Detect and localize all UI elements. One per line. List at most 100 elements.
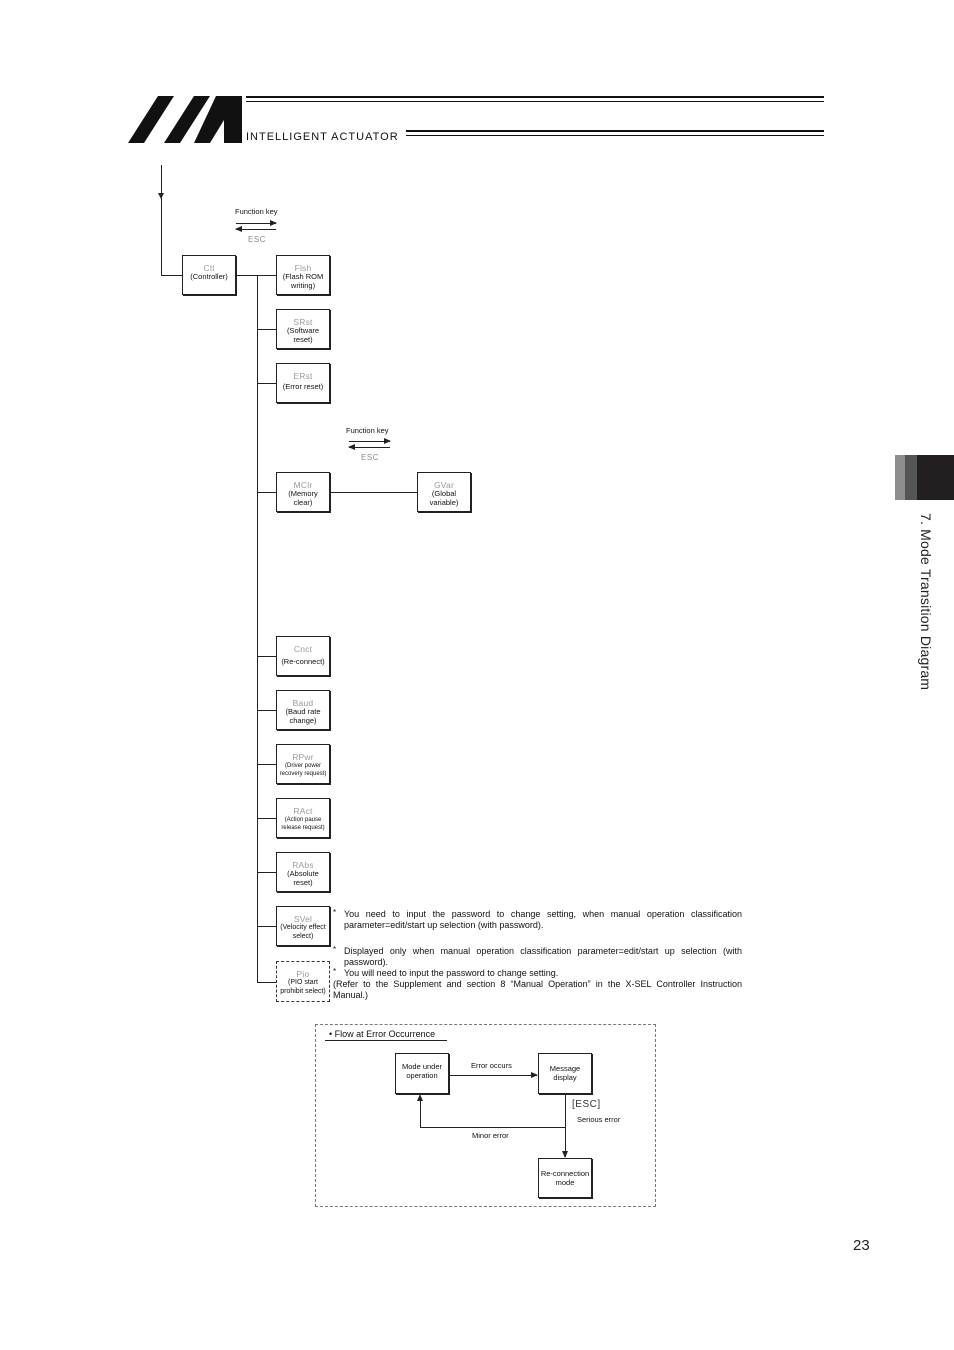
connector <box>257 982 276 983</box>
note-pio-2: * You will need to input the password to… <box>333 967 742 979</box>
down-arrow-icon <box>158 193 164 199</box>
box-label: Message display <box>549 1064 581 1082</box>
title-underline <box>325 1040 447 1041</box>
mode-desc: (Velocity effect select) <box>280 924 326 940</box>
mode-desc: (Global variable) <box>429 489 459 507</box>
mode-box-cnct[interactable]: Cnct (Re-connect) <box>276 636 330 676</box>
back-arrow-icon <box>348 444 390 450</box>
tab-stripe-2 <box>905 455 917 500</box>
function-key-label: Function key <box>346 426 389 435</box>
box-label: Mode under operation <box>401 1062 443 1080</box>
mode-desc: (Action pause release request) <box>281 817 325 831</box>
tree-spine <box>257 275 258 983</box>
mode-box-ctl[interactable]: Ctl (Controller) <box>182 255 236 295</box>
note-text: Displayed only when manual operation cla… <box>344 946 742 967</box>
mode-desc: (Driver power recovery request) <box>279 763 327 777</box>
note-text: You will need to input the password to c… <box>344 968 559 978</box>
connector <box>236 275 276 276</box>
mode-code: Pio <box>296 969 310 979</box>
mode-desc: (Memory clear) <box>288 489 318 507</box>
box-message-display[interactable]: Message display <box>538 1053 592 1094</box>
box-reconnection-mode[interactable]: Re-connection mode <box>538 1158 592 1198</box>
mode-box-rabs[interactable]: RAbs (Absolute reset) <box>276 852 330 892</box>
esc-label: ESC <box>248 235 266 244</box>
connector <box>257 926 276 927</box>
mode-code: RPwr <box>292 752 314 762</box>
mode-box-svel[interactable]: SVel (Velocity effect select) <box>276 906 330 946</box>
forward-arrow-icon <box>349 438 391 444</box>
mode-desc: (Software reset) <box>286 326 320 344</box>
mode-code: MClr <box>293 480 313 490</box>
connector <box>257 818 276 819</box>
asterisk: * <box>333 967 337 976</box>
asterisk: * <box>333 908 337 917</box>
box-mode-under-operation[interactable]: Mode under operation <box>395 1053 449 1094</box>
mode-code: RAbs <box>292 860 314 870</box>
mode-code: Baud <box>292 698 314 708</box>
down-arrow-icon <box>562 1151 568 1158</box>
header-rule-top-thin <box>246 101 824 102</box>
mode-desc: (Error reset) <box>282 382 324 391</box>
minor-error-return-line <box>420 1100 421 1127</box>
connector <box>257 656 276 657</box>
chapter-tab <box>895 455 954 500</box>
mode-desc: (Controller) <box>190 272 228 281</box>
note-text: You need to input the password to change… <box>344 909 742 930</box>
chapter-title: 7. Mode Transition Diagram <box>918 513 934 691</box>
mode-code: ERst <box>293 371 313 381</box>
page-number: 23 <box>853 1237 870 1254</box>
esc-key-label: [ESC] <box>572 1099 601 1110</box>
note-svel: * You need to input the password to chan… <box>333 908 742 931</box>
mode-code: GVar <box>433 480 454 490</box>
mode-desc: (Flash ROM writing) <box>282 272 324 290</box>
mode-box-rpwr[interactable]: RPwr (Driver power recovery request) <box>276 744 330 784</box>
mode-box-srst[interactable]: SRst (Software reset) <box>276 309 330 349</box>
minor-error-line <box>420 1127 565 1128</box>
mode-code: RAct <box>293 806 313 816</box>
mode-box-gvar[interactable]: GVar (Global variable) <box>417 472 471 512</box>
connector <box>257 764 276 765</box>
mode-box-flsh[interactable]: Flsh (Flash ROM writing) <box>276 255 330 295</box>
note-text: (Refer to the Supplement and section 8 “… <box>333 979 742 1000</box>
header-rule-bottom-thick <box>406 130 824 132</box>
mode-box-baud[interactable]: Baud (Baud rate change) <box>276 690 330 730</box>
esc-label: ESC <box>361 453 379 462</box>
connector <box>161 275 182 276</box>
note-pio-1: * Displayed only when manual operation c… <box>333 945 742 968</box>
mode-desc: (PIO start prohibit select) <box>280 979 326 995</box>
mode-desc: (Re-connect) <box>281 657 325 666</box>
connector <box>257 329 276 330</box>
header: INTELLIGENT ACTUATOR <box>0 0 954 150</box>
header-rule-bottom-thin <box>406 135 824 136</box>
mode-code: Ctl <box>203 263 215 273</box>
connector <box>257 710 276 711</box>
tab-stripe-1 <box>895 455 905 500</box>
incoming-line <box>161 165 162 275</box>
box-label: Re-connection mode <box>540 1169 590 1187</box>
iai-logo-icon <box>128 96 242 143</box>
mode-box-pio[interactable]: Pio (PIO start prohibit select) <box>276 961 330 1002</box>
forward-arrow-icon <box>236 220 277 226</box>
connector <box>257 872 276 873</box>
mode-code: SVel <box>293 914 313 924</box>
mode-box-ract[interactable]: RAct (Action pause release request) <box>276 798 330 838</box>
note-pio-3: (Refer to the Supplement and section 8 “… <box>333 979 742 1001</box>
mode-box-mclr[interactable]: MClr (Memory clear) <box>276 472 330 512</box>
mode-desc: (Absolute reset) <box>287 869 319 887</box>
serious-error-label: Serious error <box>577 1115 621 1124</box>
function-key-label: Function key <box>235 207 278 216</box>
up-arrow-icon <box>417 1094 423 1101</box>
connector <box>330 492 417 493</box>
error-occurs-arrow-icon <box>449 1072 538 1078</box>
serious-error-line <box>565 1094 566 1157</box>
error-flow-panel <box>315 1024 656 1207</box>
mode-desc: (Baud rate change) <box>285 707 321 725</box>
connector <box>257 383 276 384</box>
mode-code: Flsh <box>294 263 312 273</box>
brand-text: INTELLIGENT ACTUATOR <box>246 131 399 143</box>
error-flow-title: • Flow at Error Occurrence <box>329 1029 436 1039</box>
error-occurs-label: Error occurs <box>471 1061 512 1070</box>
header-rule-top-thick <box>246 96 824 98</box>
back-arrow-icon <box>235 226 276 232</box>
mode-box-erst[interactable]: ERst (Error reset) <box>276 363 330 403</box>
